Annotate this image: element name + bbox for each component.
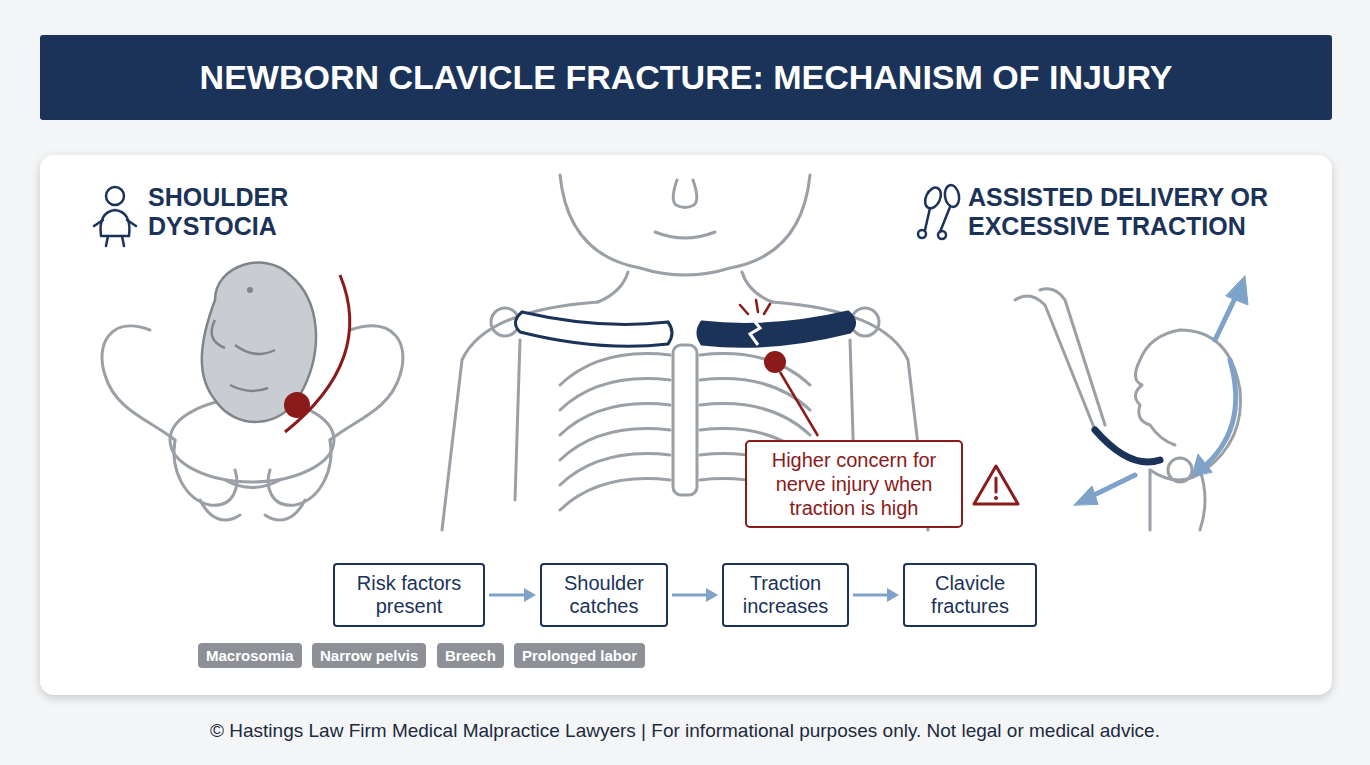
risk-factor-tag: Breech — [437, 643, 504, 668]
node-text: Risk factors present — [343, 572, 475, 618]
flow-arrow — [672, 588, 718, 602]
forceps-blade — [1095, 430, 1160, 462]
warning-callout: Higher concern for nerve injury when tra… — [745, 440, 963, 528]
node-text: Clavicle fractures — [913, 572, 1027, 618]
baby-icon — [94, 187, 136, 246]
node-text: Shoulder catches — [550, 572, 658, 618]
process-box: Clavicle fractures — [903, 563, 1037, 627]
left-clavicle — [515, 312, 672, 346]
connector-line — [853, 594, 889, 597]
process-box: Risk factors present — [333, 563, 485, 627]
node-text: Traction increases — [732, 572, 839, 618]
node-text: Breech — [445, 647, 496, 664]
arrow-head — [524, 588, 536, 602]
delivery-figure — [1015, 289, 1241, 530]
process-box: Shoulder catches — [540, 563, 668, 627]
arrow-head — [706, 588, 718, 602]
section-heading: ASSISTED DELIVERY OR EXCESSIVE TRACTION — [968, 183, 1328, 241]
fracture-mark — [740, 300, 770, 314]
node-text: Prolonged labor — [522, 647, 637, 664]
forceps-icon — [918, 184, 961, 239]
process-box: Traction increases — [722, 563, 849, 627]
flow-arrow — [489, 588, 536, 602]
node-text: Higher concern for nerve injury when tra… — [755, 448, 953, 520]
caption-text: © Hastings Law Firm Medical Malpractice … — [35, 720, 1335, 742]
birth-canal-line — [285, 275, 350, 432]
flow-arrow — [853, 588, 899, 602]
leader-line — [780, 372, 818, 436]
section-heading: SHOULDER DYSTOCIA — [148, 183, 348, 241]
fracture-line — [750, 318, 760, 345]
diagram-title: NEWBORN CLAVICLE FRACTURE: MECHANISM OF … — [40, 35, 1332, 120]
fetus — [202, 263, 316, 422]
arrow-head — [887, 588, 899, 602]
fracture-dot — [764, 351, 786, 373]
traction-arrows — [1074, 276, 1248, 505]
connector-line — [489, 594, 526, 597]
risk-factor-tag: Prolonged labor — [514, 643, 645, 668]
impact-dot — [284, 392, 310, 418]
node-text: Macrosomia — [206, 647, 294, 664]
fractured-clavicle — [698, 312, 855, 346]
risk-factor-tag: Narrow pelvis — [312, 643, 426, 668]
connector-line — [672, 594, 708, 597]
risk-factor-tag: Macrosomia — [198, 643, 302, 668]
rib — [560, 479, 670, 510]
warning-icon — [974, 466, 1018, 504]
node-text: Narrow pelvis — [320, 647, 418, 664]
